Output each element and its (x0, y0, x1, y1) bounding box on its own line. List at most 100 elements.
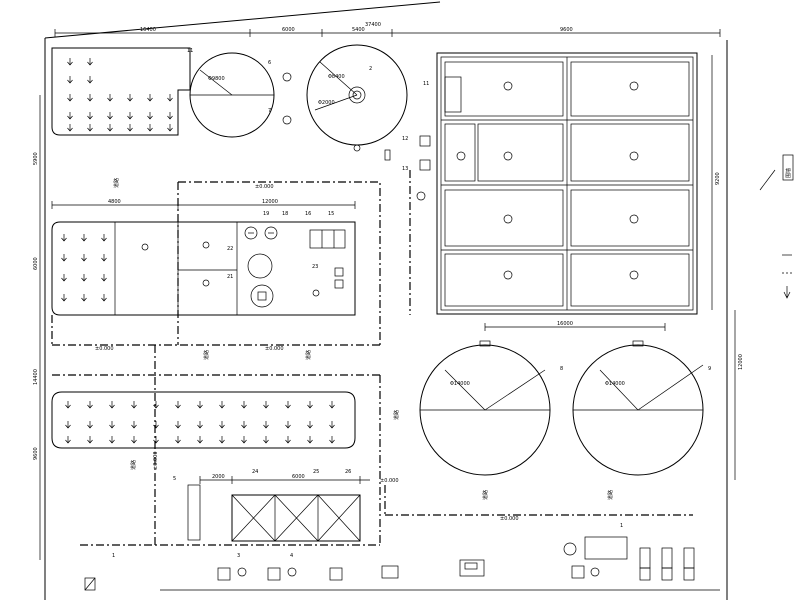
tank-3-dia: Φ14000 (450, 381, 470, 387)
marker-1: 11 (187, 48, 193, 54)
marker-bottom-4: 4 (290, 553, 293, 559)
tree-arrow-icon (101, 234, 107, 242)
marker-19: 19 (263, 211, 269, 217)
green-area-top-left (51, 47, 191, 136)
tree-arrow-icon (127, 94, 133, 102)
tree-arrow-icon (67, 94, 73, 102)
road-label-2: 道路 (203, 350, 210, 360)
tree-arrow-icon (285, 436, 291, 444)
road-label-6: 道路 (482, 490, 489, 500)
tree-arrow-icon (101, 274, 107, 282)
tree-arrow-icon (153, 421, 159, 429)
tree-arrow-icon (167, 124, 173, 132)
tree-arrow-icon (329, 421, 335, 429)
tree-arrow-icon (61, 294, 67, 302)
tree-arrow-icon (87, 58, 93, 66)
filter-units: 2000 6000 5 24 25 26 (173, 469, 370, 542)
site-boundary (44, 1, 441, 39)
marker-15: 15 (328, 211, 334, 217)
equipment-near-grid (384, 135, 431, 201)
tree-arrow-icon (329, 401, 335, 409)
dim-left-b: 6000 (33, 257, 39, 270)
tree-arrow-icon (175, 421, 181, 429)
tank-2-dia: Φ8400 (328, 74, 345, 80)
tree-arrow-icon (175, 436, 181, 444)
tree-arrow-icon (285, 401, 291, 409)
marker-23: 23 (312, 264, 318, 270)
marker-12: 12 (402, 136, 408, 142)
dim-top-d: 9600 (560, 27, 573, 33)
tree-arrow-icon (167, 112, 173, 120)
marker-7: 7 (268, 108, 271, 114)
tree-arrow-icon (131, 421, 137, 429)
tree-arrow-icon (153, 436, 159, 444)
tree-arrow-icon (147, 124, 153, 132)
dim-left-a: 5900 (33, 152, 39, 165)
left-dimension: 5900 6000 14400 9600 (33, 95, 41, 560)
tree-arrow-icon (81, 274, 87, 282)
tree-arrow-icon (307, 436, 313, 444)
top-dimension: 16400 6000 5400 9600 37400 (54, 22, 721, 37)
tree-arrow-icon (241, 421, 247, 429)
tree-arrow-icon (127, 124, 133, 132)
tree-arrow-icon (263, 421, 269, 429)
dim-top-c: 5400 (352, 27, 365, 33)
tree-arrow-icon (65, 436, 71, 444)
dim-mid-b: 12000 (262, 199, 278, 205)
tank-1: Φ9800 11 6 7 (187, 48, 292, 138)
tree-arrow-icon (107, 124, 113, 132)
tank-2: Φ8400 Φ2000 2 (306, 44, 408, 152)
tree-arrow-icon (197, 436, 203, 444)
marker-2: 2 (369, 66, 372, 72)
tree-arrow-icon (61, 234, 67, 242)
dim-left-d: 9600 (33, 447, 39, 460)
road-label-4: 道路 (130, 460, 137, 470)
marker-24: 24 (252, 469, 258, 475)
tree-arrow-icon (87, 112, 93, 120)
tree-arrow-icon (81, 234, 87, 242)
tree-arrow-icon (81, 294, 87, 302)
tree-arrow-icon (147, 94, 153, 102)
tree-arrow-icon (197, 401, 203, 409)
tree-arrow-icon (87, 76, 93, 84)
tank-1-dia: Φ9800 (208, 76, 225, 82)
tree-arrow-icon (109, 421, 115, 429)
tree-arrow-icon (241, 436, 247, 444)
tank-2-inner: Φ2000 (318, 100, 335, 106)
marker-26: 26 (345, 469, 351, 475)
tree-arrow-icon (65, 401, 71, 409)
basin-grid: 11 12 13 (402, 52, 698, 315)
marker-8: 8 (560, 366, 563, 372)
marker-bottom-1: 1 (112, 553, 115, 559)
road-network: ±0.000 ±0.000 ±0.000 ±0.000 ±0.000 道路 道路… (51, 170, 693, 546)
road-label-7: 道路 (607, 490, 614, 500)
road-label-5: 道路 (393, 410, 400, 420)
marker-16: 16 (305, 211, 311, 217)
tree-arrow-icon (131, 401, 137, 409)
tree-arrow-icon (329, 436, 335, 444)
tree-arrow-icon (307, 421, 313, 429)
marker-11: 11 (423, 81, 429, 87)
tree-arrow-icon (241, 401, 247, 409)
dim-bottom-b: 6000 (292, 474, 305, 480)
dim-clarifier-span: 16000 (557, 321, 573, 327)
tree-arrow-icon (61, 254, 67, 262)
tree-arrow-icon (107, 112, 113, 120)
tree-arrow-icon (285, 421, 291, 429)
marker-22: 22 (227, 246, 233, 252)
level-5: ±0.000 (380, 478, 399, 484)
dim-right-b: 12000 (738, 354, 744, 370)
tree-arrow-icon (101, 294, 107, 302)
tree-arrow-icon (109, 401, 115, 409)
bottom-equipment: 1 1 3 4 (84, 523, 720, 591)
level-1: ±0.000 (255, 184, 274, 190)
tree-arrow-icon (61, 274, 67, 282)
dim-top-a: 16400 (140, 27, 156, 33)
tree-arrow-icon (81, 254, 87, 262)
green-strip (51, 391, 356, 449)
tree-arrow-icon (147, 112, 153, 120)
tree-arrow-icon (131, 436, 137, 444)
road-label-3: 道路 (305, 350, 312, 360)
tree-arrow-icon (87, 421, 93, 429)
tree-arrow-icon (67, 112, 73, 120)
